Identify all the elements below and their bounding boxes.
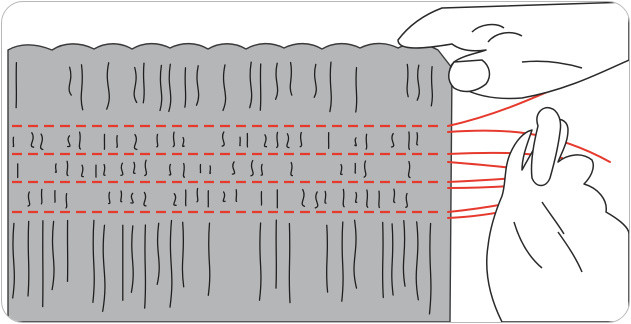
gather-fold [185,68,186,107]
gather-fold [41,189,42,203]
gather-fold [366,134,367,149]
gather-fold [143,63,144,103]
gather-fold [28,221,29,296]
gather-fold [431,67,432,106]
gather-fold [356,68,357,112]
gather-fold [383,222,384,297]
gather-fold [289,224,290,303]
gather-fold [379,191,380,207]
right-hand [487,108,629,322]
gather-fold [210,166,211,174]
gather-fold [145,225,146,308]
gather-fold [409,132,410,149]
gather-fold [327,225,328,292]
gather-fold [66,194,67,208]
gather-fold [55,164,56,172]
gather-fold [117,136,118,148]
